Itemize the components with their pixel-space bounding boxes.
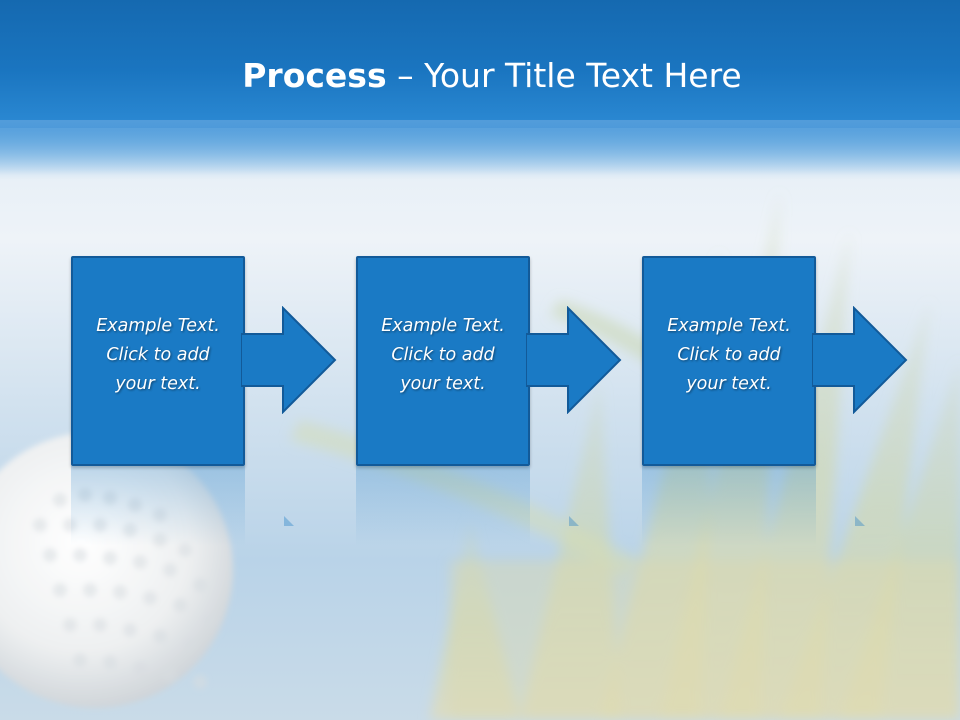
step-text-line-2: Click to add — [106, 345, 210, 365]
arrow-right-icon — [812, 306, 908, 414]
step-text-line-1: Example Text. — [667, 316, 791, 336]
arrow-right-icon — [241, 306, 337, 414]
step-reflection — [71, 466, 245, 546]
process-step-2[interactable]: Example Text. Click to add your text. — [356, 256, 622, 466]
step-reflection — [642, 466, 816, 546]
step-reflection — [356, 466, 530, 546]
golf-ball-image — [0, 432, 233, 708]
step-text-line-2: Click to add — [677, 345, 781, 365]
process-step-3[interactable]: Example Text. Click to add your text. — [642, 256, 908, 466]
step-box[interactable]: Example Text. Click to add your text. — [356, 256, 530, 466]
step-text[interactable]: Example Text. Click to add your text. — [644, 312, 814, 399]
step-text-line-1: Example Text. — [381, 316, 505, 336]
step-text-line-3: your text. — [686, 374, 772, 394]
title-separator: – — [397, 56, 414, 95]
arrow-right-icon — [526, 306, 622, 414]
step-text[interactable]: Example Text. Click to add your text. — [73, 312, 243, 399]
step-text-line-3: your text. — [115, 374, 201, 394]
step-text[interactable]: Example Text. Click to add your text. — [358, 312, 528, 399]
process-step-1[interactable]: Example Text. Click to add your text. — [71, 256, 337, 466]
step-text-line-1: Example Text. — [96, 316, 220, 336]
arrow-reflection — [855, 516, 865, 526]
title-band — [0, 0, 960, 128]
arrow-reflection — [284, 516, 294, 526]
arrow-reflection — [569, 516, 579, 526]
title-text: Your Title Text Here — [424, 56, 742, 95]
step-box[interactable]: Example Text. Click to add your text. — [642, 256, 816, 466]
title-fade — [0, 120, 960, 180]
title-bold: Process — [242, 56, 387, 95]
step-text-line-2: Click to add — [391, 345, 495, 365]
slide-title[interactable]: Process – Your Title Text Here — [0, 54, 960, 98]
step-box[interactable]: Example Text. Click to add your text. — [71, 256, 245, 466]
step-text-line-3: your text. — [400, 374, 486, 394]
